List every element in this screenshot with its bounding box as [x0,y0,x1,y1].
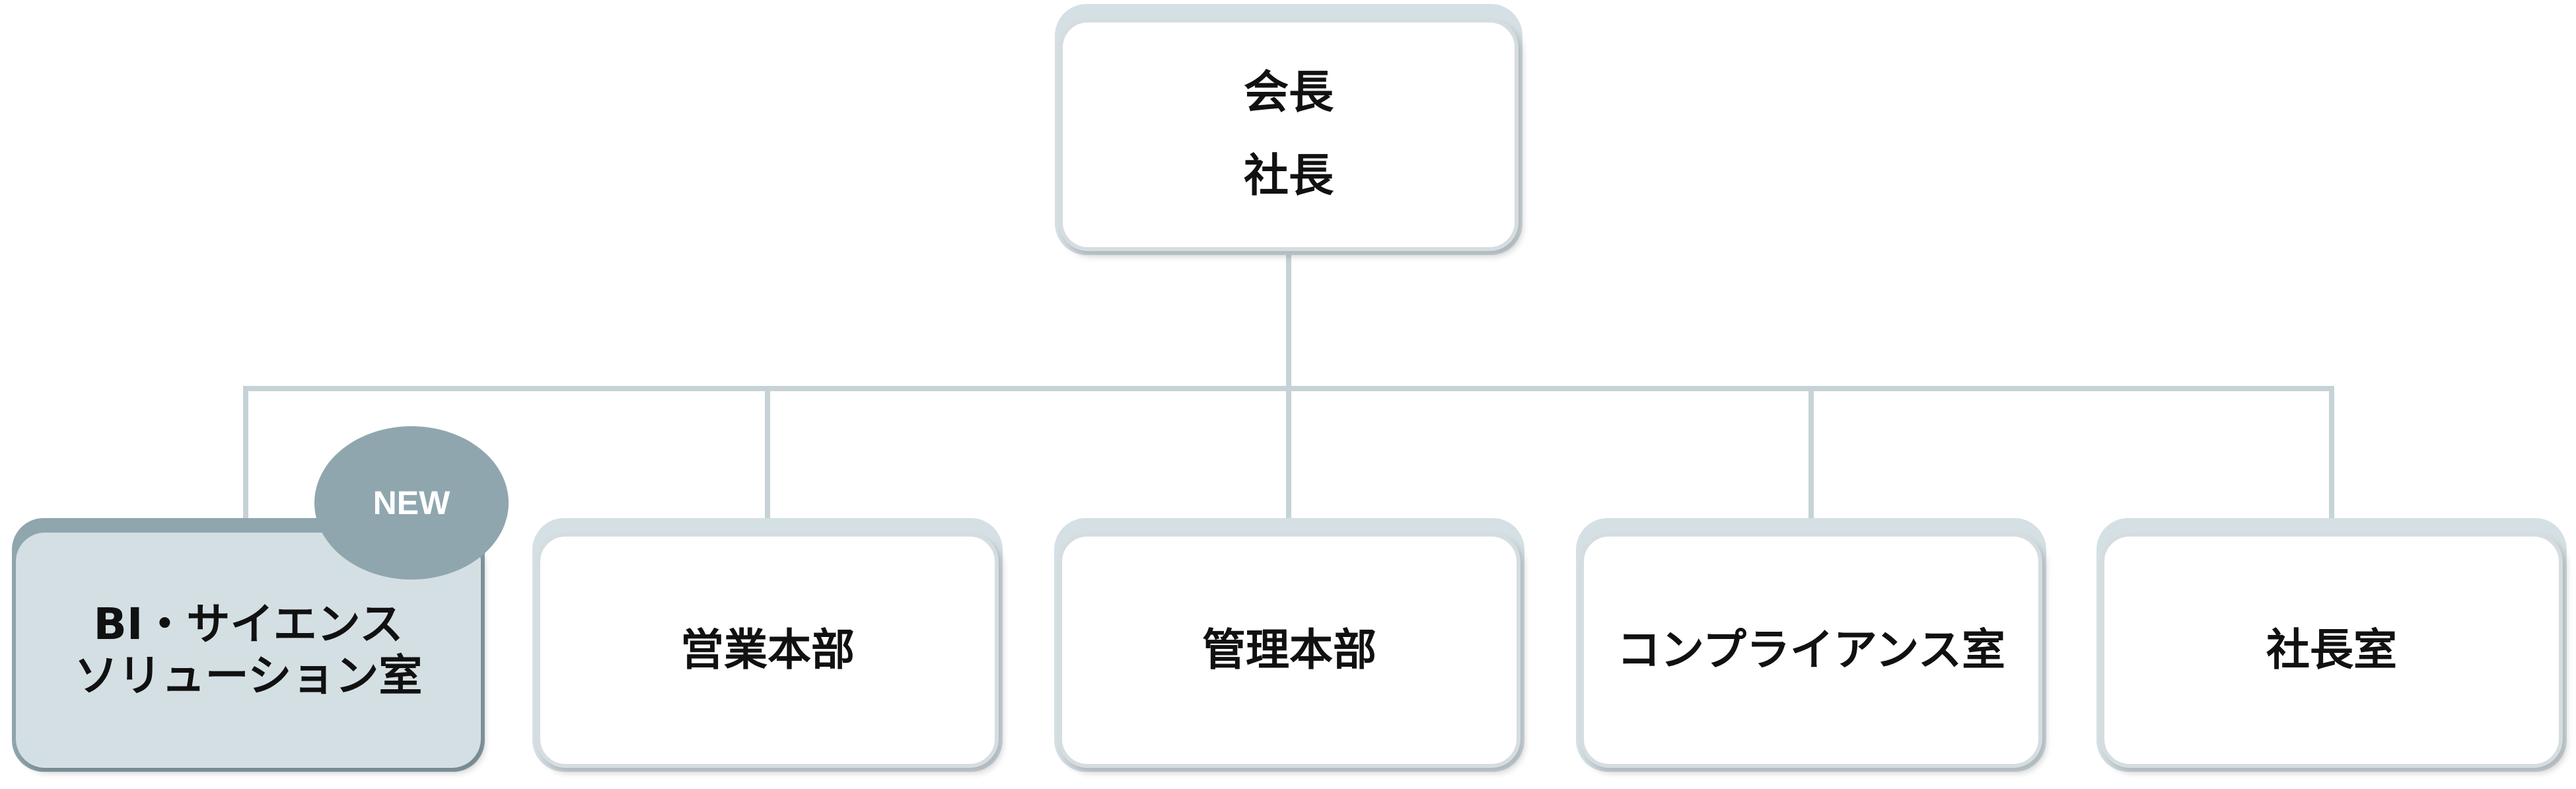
connector-drop-3 [1286,386,1291,518]
dept-box-card: 社長室 [2100,533,2563,768]
chairman-label: 会長 [1243,66,1334,119]
connector-drop-2 [765,386,770,518]
dept-box-card: 営業本部 [536,533,999,768]
executive-box: 会長 社長 [1055,4,1522,255]
connector-drop-5 [2329,386,2334,518]
dept-label-president-office: 社長室 [2266,624,2397,676]
dept-label-admin: 管理本部 [1202,624,1377,676]
dept-label-bi-science: BI・サイエンス ソリューション室 [74,599,423,701]
connector-drop-4 [1808,386,1814,518]
connector-top-vertical [1286,252,1291,391]
president-label: 社長 [1243,150,1334,203]
dept-label-compliance: コンプライアンス室 [1616,624,2006,676]
dept-box-card: コンプライアンス室 [1580,533,2042,768]
dept-box-sales: 営業本部 [532,518,1003,772]
connector-drop-1 [243,386,248,518]
dept-label-sales: 営業本部 [680,624,855,676]
new-badge: NEW [314,426,509,580]
dept-box-admin: 管理本部 [1054,518,1524,772]
dept-box-card: 管理本部 [1058,533,1521,768]
dept-box-president-office: 社長室 [2096,518,2567,772]
dept-box-compliance: コンプライアンス室 [1576,518,2046,772]
executive-box-card: 会長 社長 [1059,19,1519,251]
